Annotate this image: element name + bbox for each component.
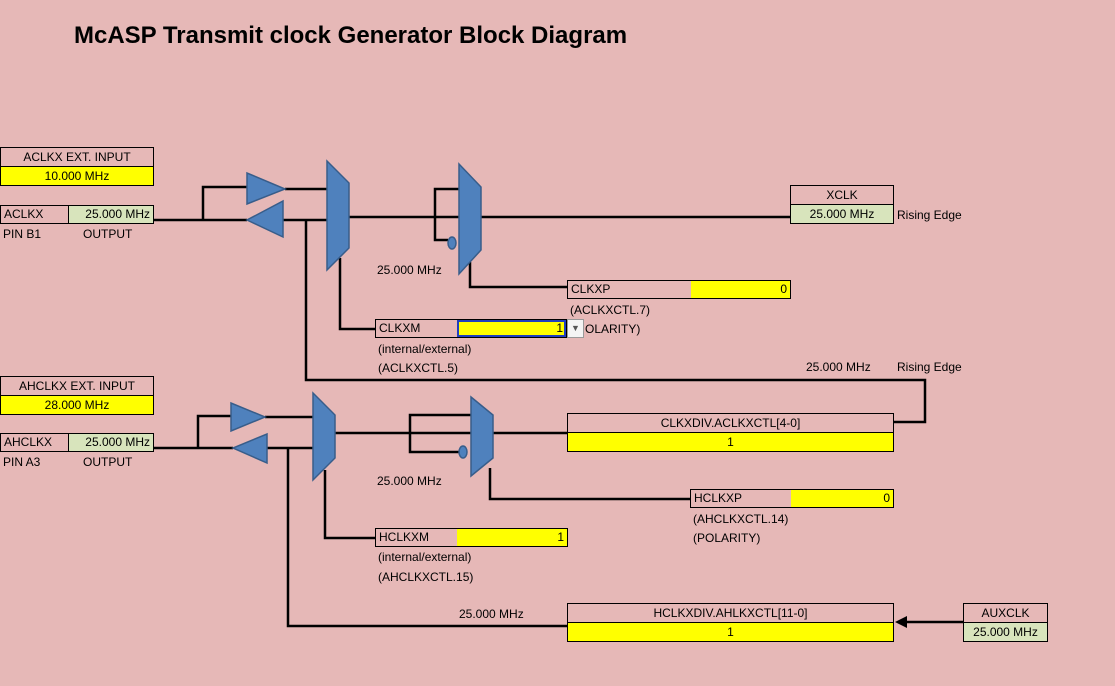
ahclkx-direction: OUTPUT xyxy=(83,455,133,469)
buffer-in-triangle xyxy=(246,171,287,206)
ahclkx-pin: PIN A3 xyxy=(3,455,41,469)
hclkxdiv-frequency: 25.000 MHz xyxy=(459,607,524,621)
hclkxdiv-value[interactable]: 1 xyxy=(568,623,893,641)
clkxp-register: (ACLKXCTL.7) xyxy=(570,303,651,317)
clkxp-value[interactable]: 0 xyxy=(691,281,790,298)
mux2 xyxy=(458,162,482,276)
mux3 xyxy=(312,391,336,482)
aclkx-ext-input-value[interactable]: 10.000 MHz xyxy=(1,167,153,185)
hclkxp-label: HCLKXP xyxy=(694,491,743,505)
xclk-value: 25.000 MHz xyxy=(791,205,893,223)
wire-hclkxdiv-out xyxy=(286,448,567,628)
hclkxdiv-cell: HCLKXDIV.AHLKXCTL[11-0] 1 xyxy=(567,603,894,642)
wire-hclkxp xyxy=(488,468,690,501)
wire-aclkx-branch xyxy=(201,185,247,220)
hclkxm-label: HCLKXM xyxy=(379,530,430,544)
hclkxp-note: (POLARITY) xyxy=(693,531,761,545)
mux4 xyxy=(470,395,494,478)
ahclkx-row: AHCLKX 25.000 MHz xyxy=(0,433,154,452)
hclkxp-value[interactable]: 0 xyxy=(791,490,893,507)
ahclkx-value: 25.000 MHz xyxy=(69,434,153,451)
ahclkx-ext-input-value[interactable]: 28.000 MHz xyxy=(1,396,153,414)
xclk-label: XCLK xyxy=(791,186,893,205)
wire-inv2-branch-low xyxy=(408,433,459,454)
xclk-cell: XCLK 25.000 MHz xyxy=(790,185,894,224)
chevron-down-icon[interactable]: ▼ xyxy=(567,319,584,338)
aclkx-row: ACLKX 25.000 MHz xyxy=(0,205,154,224)
ahclkx-label: AHCLKX xyxy=(1,434,69,451)
hclkxdiv-label: HCLKXDIV.AHLKXCTL[11-0] xyxy=(568,604,893,623)
mux3-frequency: 25.000 MHz xyxy=(377,474,442,488)
aclkx-ext-input-cell: ACLKX EXT. INPUT 10.000 MHz xyxy=(0,147,154,186)
hclkxm-note: (internal/external) xyxy=(378,550,472,564)
page-title: McASP Transmit clock Generator Block Dia… xyxy=(74,22,628,49)
hclkxp-row: HCLKXP 0 xyxy=(690,489,894,508)
clkxp-row: CLKXP 0 xyxy=(567,280,791,299)
mux1-frequency: 25.000 MHz xyxy=(377,263,442,277)
clkxm-label: CLKXM xyxy=(379,321,421,335)
wire-clkxm xyxy=(338,258,375,331)
inverter-bubble xyxy=(447,236,457,250)
ahclkx-ext-input-cell: AHCLKX EXT. INPUT 28.000 MHz xyxy=(0,376,154,415)
xclk-edge: Rising Edge xyxy=(897,208,962,222)
feedback-frequency: 25.000 MHz xyxy=(806,360,871,374)
clkxm-register: (ACLKXCTL.5) xyxy=(378,361,459,375)
clkxp-label: CLKXP xyxy=(571,282,611,296)
wire-inv-branch xyxy=(433,187,459,217)
auxclk-label: AUXCLK xyxy=(964,604,1047,623)
clkxdiv-label: CLKXDIV.ACLKXCTL[4-0] xyxy=(568,414,893,433)
hclkxp-register: (AHCLKXCTL.14) xyxy=(693,512,789,526)
hclkxm-value[interactable]: 1 xyxy=(457,529,567,546)
auxclk-value: 25.000 MHz xyxy=(964,623,1047,641)
mux1 xyxy=(326,159,350,272)
aclkx-ext-input-label: ACLKX EXT. INPUT xyxy=(1,148,153,167)
wire-clkxp xyxy=(468,262,567,289)
aclkx-direction: OUTPUT xyxy=(83,227,133,241)
clkxm-note: (internal/external) xyxy=(378,342,472,356)
hclkxm-row: HCLKXM 1 xyxy=(375,528,568,547)
clkxp-note: OLARITY) xyxy=(585,322,641,336)
wire-feedback xyxy=(304,220,927,424)
feedback-edge: Rising Edge xyxy=(897,360,962,374)
wire-inv2-branch xyxy=(408,413,471,433)
arrow-head-icon xyxy=(895,616,907,628)
clkxdiv-value[interactable]: 1 xyxy=(568,433,893,451)
wire-ahclkx-branch xyxy=(196,414,233,448)
aclkx-label: ACLKX xyxy=(1,206,69,223)
clkxdiv-cell: CLKXDIV.ACLKXCTL[4-0] 1 xyxy=(567,413,894,452)
wire-hclkxm xyxy=(323,470,375,540)
aclkx-value: 25.000 MHz xyxy=(69,206,153,223)
wire-inv-branch-low xyxy=(433,217,448,242)
ahclkx-ext-input-label: AHCLKX EXT. INPUT xyxy=(1,377,153,396)
aclkx-pin: PIN B1 xyxy=(3,227,42,241)
clkxm-value[interactable]: 1 xyxy=(457,320,566,337)
buffer-out-triangle xyxy=(245,199,284,239)
inverter-bubble-2 xyxy=(458,445,468,459)
buffer-in-triangle-2 xyxy=(230,401,267,433)
buffer-out-triangle-2 xyxy=(231,432,268,465)
auxclk-cell: AUXCLK 25.000 MHz xyxy=(963,603,1048,642)
clkxm-row: CLKXM 1 xyxy=(375,319,567,338)
hclkxm-register: (AHCLKXCTL.15) xyxy=(378,570,474,584)
